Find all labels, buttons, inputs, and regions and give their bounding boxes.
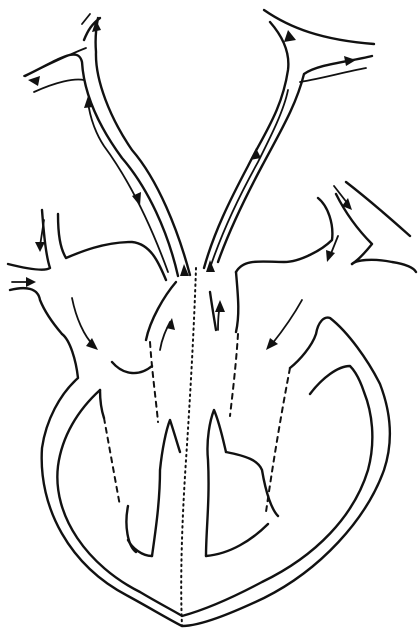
ventricle-chambers <box>100 390 278 556</box>
arrow-left-in <box>26 277 36 287</box>
arrow-up-right-1 <box>250 148 261 160</box>
heart-outer-wall <box>42 318 390 626</box>
right-great-vessel <box>204 10 374 268</box>
arrow-right-top <box>344 56 356 66</box>
arrow-valve-right <box>215 300 225 312</box>
right-small-vein <box>236 182 416 272</box>
arrow-left-top <box>28 76 40 86</box>
arrow-valve-left <box>166 318 175 330</box>
arrow-up-right-top <box>284 30 296 42</box>
arrow-left-vein-down <box>35 242 45 252</box>
left-great-vessel <box>24 14 190 276</box>
heart-valves <box>112 272 238 373</box>
flow-arrows <box>12 20 356 350</box>
arrow-right-vein-down <box>326 250 335 262</box>
arrow-center-2 <box>206 260 215 272</box>
dashed-guide-lines <box>104 268 290 626</box>
left-small-vein <box>8 210 166 334</box>
